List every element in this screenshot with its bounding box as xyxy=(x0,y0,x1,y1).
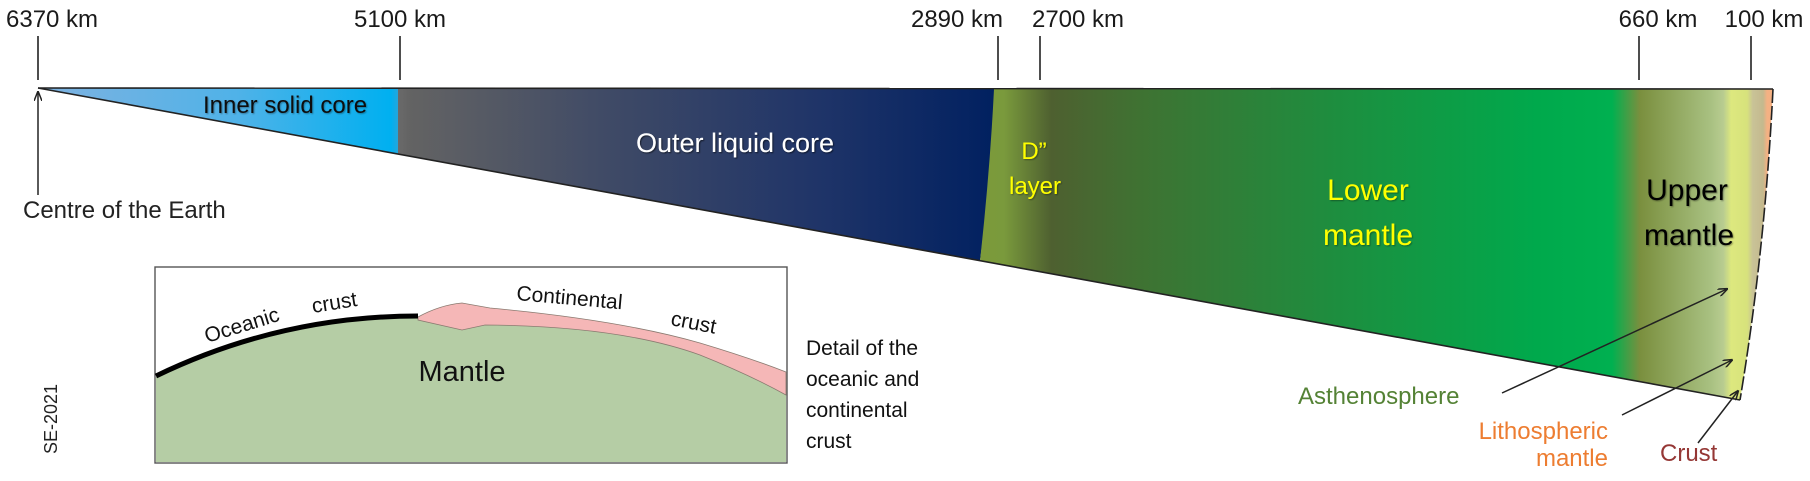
asthenosphere-arrow xyxy=(1501,289,1727,394)
upper-mantle-label-line1: Upper xyxy=(1646,174,1728,207)
outer-core-label: Outer liquid core xyxy=(636,128,834,158)
centre-label: Centre of the Earth xyxy=(23,197,226,224)
inset-mantle-label: Mantle xyxy=(418,356,505,388)
crust-arrow xyxy=(1697,391,1738,444)
d-layer-label-line1: D” xyxy=(1021,138,1046,165)
inset-caption-line3: continental xyxy=(806,399,908,422)
lower-mantle-label-line1: Lower xyxy=(1327,174,1409,207)
inset-mantle xyxy=(156,317,786,462)
lower-mantle-label-line2: mantle xyxy=(1323,219,1413,252)
inset-caption-line4: crust xyxy=(806,430,852,453)
upper-mantle-label-line2: mantle xyxy=(1644,219,1734,252)
d-layer-label-line2: layer xyxy=(1009,173,1061,200)
depth-label-2890: 2890 km xyxy=(911,6,1003,33)
earth-wedge xyxy=(37,87,1774,401)
layer-mantle xyxy=(980,89,1773,400)
crust-detail-inset: Oceanic crust Continental crust Mantle xyxy=(154,266,788,464)
inset-oceanic-crust xyxy=(154,313,419,379)
layer-outer-core xyxy=(398,89,998,261)
depth-label-100: 100 km xyxy=(1725,6,1804,33)
asthenosphere-label: Asthenosphere xyxy=(1298,383,1459,410)
depth-label-2700: 2700 km xyxy=(1032,6,1124,33)
inset-caption: Detail of the oceanic and continental cr… xyxy=(806,337,919,453)
wedge-bottom-edge xyxy=(37,87,1741,401)
depth-label-660: 660 km xyxy=(1619,6,1698,33)
inset-continental-crust xyxy=(417,302,787,396)
credit-label: SE-2021 xyxy=(41,384,61,454)
lithospheric-mantle-label-line1: Lithospheric xyxy=(1479,418,1608,445)
lithospheric-mantle-arrow xyxy=(1621,360,1732,416)
wedge-top-edge xyxy=(37,87,1774,90)
depth-scale: 6370 km 5100 km 2890 km 2700 km 660 km 1… xyxy=(6,6,1803,80)
inner-core-label: Inner solid core xyxy=(203,92,367,119)
inset-caption-line1: Detail of the xyxy=(806,337,918,360)
depth-label-5100: 5100 km xyxy=(354,6,446,33)
lithospheric-mantle-label-line2: mantle xyxy=(1536,445,1608,472)
crust-label: Crust xyxy=(1660,440,1718,467)
depth-label-6370: 6370 km xyxy=(6,6,98,33)
surface-edge xyxy=(1739,88,1774,401)
inset-caption-line2: oceanic and xyxy=(806,368,919,391)
